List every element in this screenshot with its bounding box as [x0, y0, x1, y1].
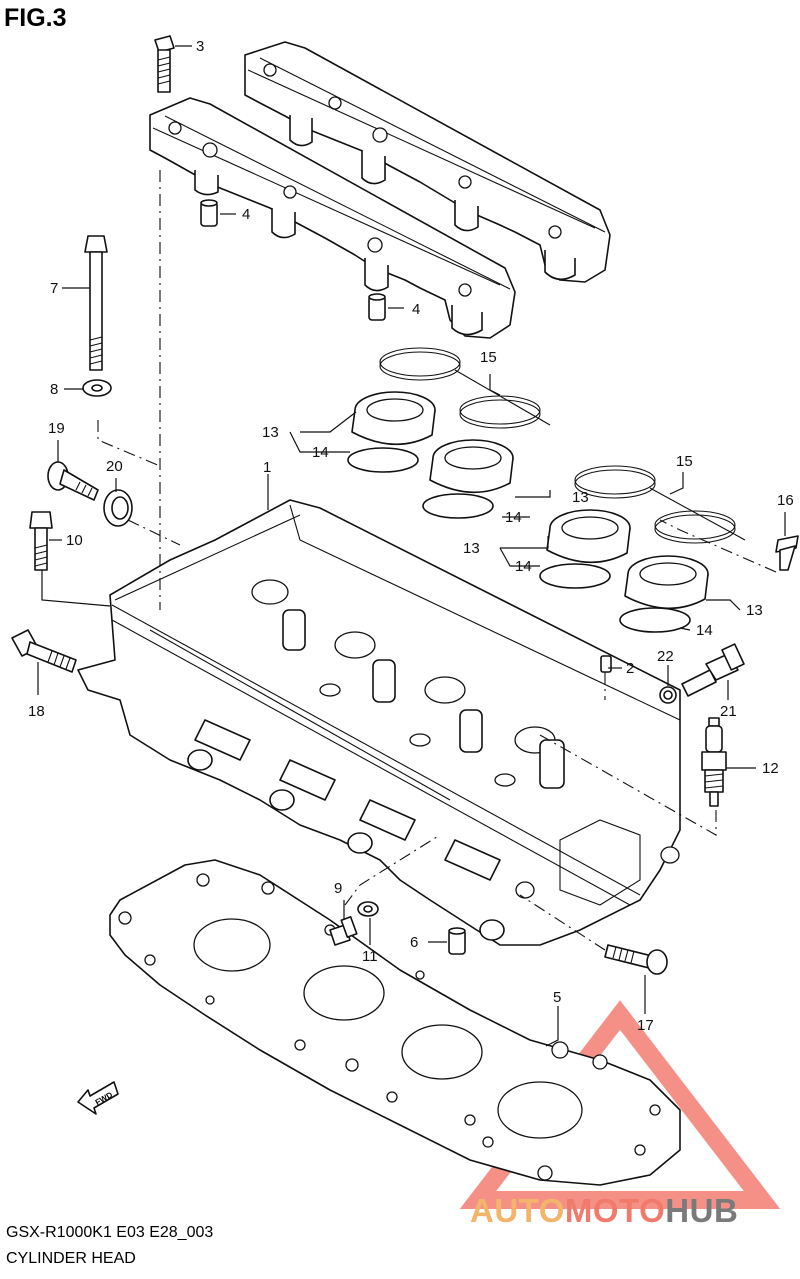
- washer-8: [82, 379, 112, 397]
- callout-13c: 13: [463, 540, 480, 557]
- callout-16: 16: [777, 492, 794, 509]
- callout-8: 8: [50, 381, 58, 398]
- callout-2: 2: [626, 660, 634, 677]
- o-ring-14c: [539, 563, 611, 589]
- fwd-arrow: FWD: [77, 1081, 119, 1115]
- callout-14d: 14: [696, 622, 713, 639]
- o-ring-14b: [422, 493, 494, 519]
- callout-11: 11: [362, 948, 378, 965]
- alignment-lines: [97, 170, 777, 951]
- callout-3: 3: [196, 38, 204, 55]
- callout-6: 6: [410, 934, 418, 951]
- o-ring-14d: [619, 607, 691, 633]
- watermark-hub: HUB: [665, 1192, 739, 1229]
- callout-22: 22: [657, 648, 674, 665]
- intake-pipe-13b: [429, 439, 514, 494]
- screw-16: [775, 535, 799, 571]
- bolt-9: [329, 916, 358, 946]
- callout-1: 1: [263, 459, 271, 476]
- callout-12: 12: [762, 760, 779, 777]
- diagram-title: CYLINDER HEAD: [6, 1250, 136, 1267]
- callout-7: 7: [50, 280, 58, 297]
- bolt-10: [29, 511, 53, 571]
- dowel-pin-4a: [200, 199, 218, 227]
- bolt-19: [47, 461, 99, 501]
- bolt-17: [604, 944, 668, 975]
- callout-14c: 14: [515, 558, 532, 575]
- callout-15a: 15: [480, 349, 497, 366]
- o-ring-14a: [347, 447, 419, 473]
- callout-15b: 15: [676, 453, 693, 470]
- callout-14b: 14: [505, 509, 522, 526]
- camshaft-holder-upper: [244, 41, 611, 283]
- temp-sensor-21: [681, 643, 745, 697]
- callout-labels: 1 2 3 4 4 5 6 7 8 9 10 11 12 13 13 13 13…: [28, 38, 794, 1034]
- callout-5: 5: [553, 989, 561, 1006]
- washer-11: [357, 901, 379, 917]
- clamp-15a: [379, 347, 551, 429]
- washer-22: [659, 686, 677, 704]
- watermark-moto: MOTO: [564, 1192, 666, 1229]
- pipe-2: [600, 655, 612, 673]
- camshaft-holder-lower: [149, 97, 516, 339]
- bolt-3: [154, 35, 175, 93]
- head-gasket-5: [109, 859, 681, 1186]
- intake-pipe-13d: [624, 555, 709, 610]
- head-bolt-7: [84, 235, 108, 371]
- callout-13b: 13: [572, 489, 589, 506]
- callout-13d: 13: [746, 602, 763, 619]
- bolt-18: [11, 629, 77, 673]
- cylinder-head-1: [77, 499, 681, 946]
- spark-plug-12: [701, 717, 727, 807]
- leader-lines: [37, 45, 786, 1047]
- callout-14a: 14: [312, 444, 329, 461]
- model-code: GSX-R1000K1 E03 E28_003: [6, 1224, 214, 1241]
- watermark-auto: AUTO: [470, 1192, 565, 1229]
- callout-13a: 13: [262, 424, 279, 441]
- callout-4a: 4: [242, 206, 250, 223]
- callout-21: 21: [720, 703, 737, 720]
- oil-seal-20: [103, 489, 133, 527]
- callout-9: 9: [334, 880, 342, 897]
- clamp-15b: [574, 465, 746, 544]
- callout-4b: 4: [412, 301, 420, 318]
- callout-19: 19: [48, 420, 65, 437]
- intake-pipe-13a: [351, 391, 436, 446]
- dowel-pin-4b: [368, 293, 386, 321]
- dowel-pin-6: [448, 927, 466, 955]
- intake-pipe-13c: [546, 509, 631, 564]
- watermark-brand-text: AUTOMOTOHUB: [470, 1192, 738, 1230]
- callout-10: 10: [66, 532, 83, 549]
- callout-18: 18: [28, 703, 45, 720]
- callout-20: 20: [106, 458, 123, 475]
- figure-label: FIG.3: [4, 4, 67, 32]
- callout-17: 17: [637, 1017, 654, 1034]
